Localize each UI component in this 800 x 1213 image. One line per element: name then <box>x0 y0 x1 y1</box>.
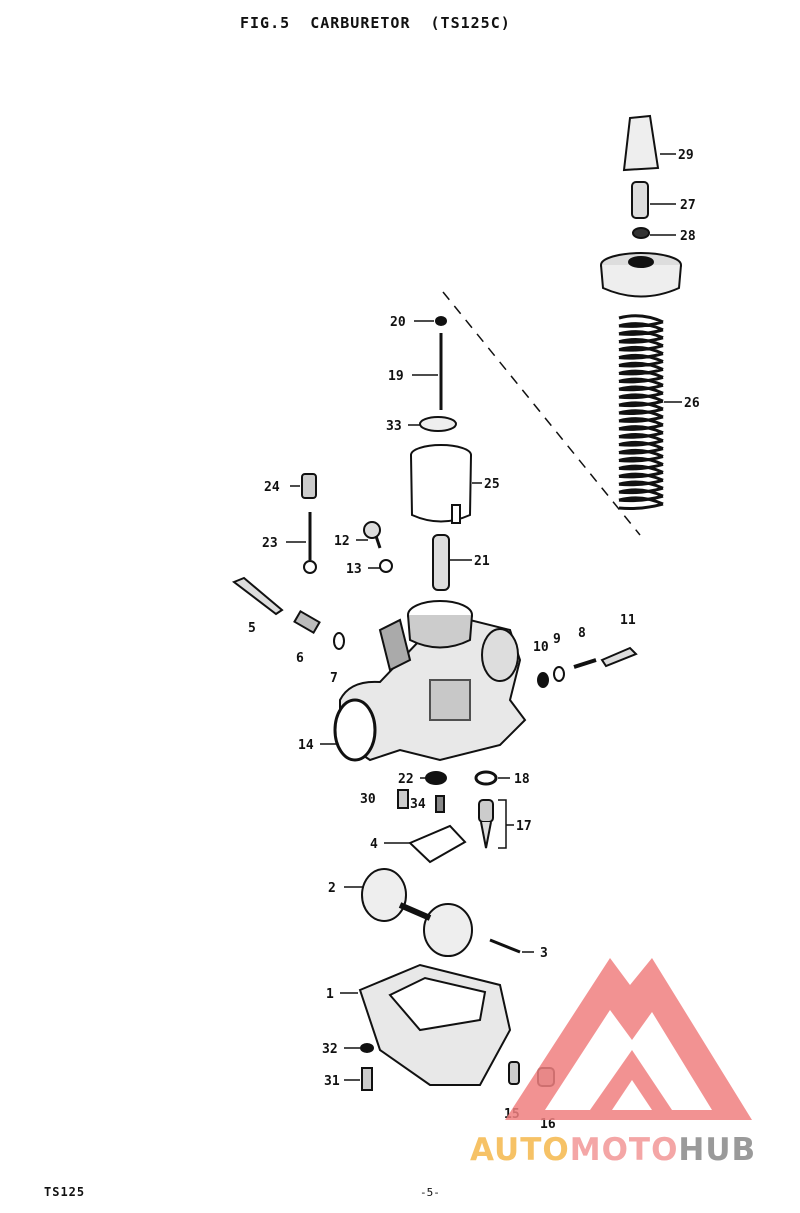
part-24-adjuster <box>301 473 317 499</box>
figure-model: (TS125C) <box>430 14 511 32</box>
watermark-brand: AUTOMOTOHUB <box>470 1132 756 1168</box>
carb-intake <box>333 698 377 762</box>
part-25-slot <box>451 504 461 524</box>
part-10 <box>537 672 549 688</box>
part-13-ring <box>379 559 393 573</box>
part-2-float-right <box>423 903 473 957</box>
part-17-float-valve <box>478 799 494 823</box>
footer-model-code: TS125 <box>44 1185 86 1199</box>
part-5-screw <box>231 576 284 616</box>
callout-21: 21 <box>474 554 490 569</box>
callout-2: 2 <box>328 881 336 896</box>
callout-7: 7 <box>330 671 338 686</box>
part-22-gasket <box>425 771 447 785</box>
part-33-plate <box>419 416 457 432</box>
part-12-screw <box>363 521 381 539</box>
callout-5: 5 <box>248 621 256 636</box>
callout-1: 1 <box>326 987 334 1002</box>
callout-8: 8 <box>578 626 586 641</box>
callout-27: 27 <box>680 198 696 213</box>
part-8-spring <box>573 658 597 669</box>
callout-25: 25 <box>484 477 500 492</box>
callout-16: 16 <box>540 1117 556 1132</box>
callout-6: 6 <box>296 651 304 666</box>
figure-name: CARBURETOR <box>310 14 411 32</box>
callout-12: 12 <box>334 534 350 549</box>
part-20-clip <box>435 316 447 326</box>
figure-number: FIG.5 <box>240 14 291 32</box>
part-top-cap-body <box>600 264 682 298</box>
part-top-cap-hole <box>628 256 654 268</box>
part-29-cap <box>622 114 660 172</box>
callout-13: 13 <box>346 562 362 577</box>
assembly-line-1 <box>442 291 641 536</box>
part-6-screw <box>293 609 321 635</box>
part-34-jet <box>435 795 445 813</box>
callout-26: 26 <box>684 396 700 411</box>
callout-9: 9 <box>553 632 561 647</box>
part-30-jet <box>397 789 409 809</box>
callout-19: 19 <box>388 369 404 384</box>
callout-18: 18 <box>514 772 530 787</box>
brand-hub: HUB <box>678 1132 757 1168</box>
callout-33: 33 <box>386 419 402 434</box>
callout-4: 4 <box>370 837 378 852</box>
brand-moto: MOTO <box>569 1132 679 1168</box>
part-31-screw <box>361 1067 373 1091</box>
part-3-pin <box>489 938 521 954</box>
leader-lines <box>286 153 682 1081</box>
callout-11: 11 <box>620 613 636 628</box>
part-26-spring <box>618 314 664 511</box>
footer-page-number: -5- <box>420 1186 440 1199</box>
callout-28: 28 <box>680 229 696 244</box>
watermark-logo <box>505 958 752 1120</box>
part-4-plate <box>408 824 467 864</box>
part-32-washer <box>360 1043 374 1053</box>
callout-3: 3 <box>540 946 548 961</box>
callout-17: 17 <box>516 819 532 834</box>
part-27-screw <box>631 181 649 219</box>
part-21-jet <box>432 534 450 591</box>
brand-auto: AUTO <box>470 1132 570 1168</box>
callout-34: 34 <box>410 797 426 812</box>
callout-labels: 29 27 28 20 19 33 26 24 25 23 12 13 21 5… <box>248 148 700 1132</box>
part-28-nut <box>632 227 650 239</box>
callout-29: 29 <box>678 148 694 163</box>
part-11-screw <box>600 646 638 668</box>
part-15-screw <box>508 1061 520 1085</box>
callout-31: 31 <box>324 1074 340 1089</box>
callout-24: 24 <box>264 480 280 495</box>
callout-32: 32 <box>322 1042 338 1057</box>
part-25-valve-body <box>410 454 472 523</box>
callout-10: 10 <box>533 640 549 655</box>
callout-30: 30 <box>360 792 376 807</box>
part-7-ring <box>333 632 345 650</box>
part-2-float-left <box>361 868 407 922</box>
figure-title: FIG.5 CARBURETOR (TS125C) <box>240 14 521 32</box>
callout-14: 14 <box>298 738 314 753</box>
part-18-ring <box>474 770 498 786</box>
callout-22: 22 <box>398 772 414 787</box>
callout-20: 20 <box>390 315 406 330</box>
callout-23: 23 <box>262 536 278 551</box>
part-9 <box>553 666 565 682</box>
part-23-end <box>303 560 317 574</box>
